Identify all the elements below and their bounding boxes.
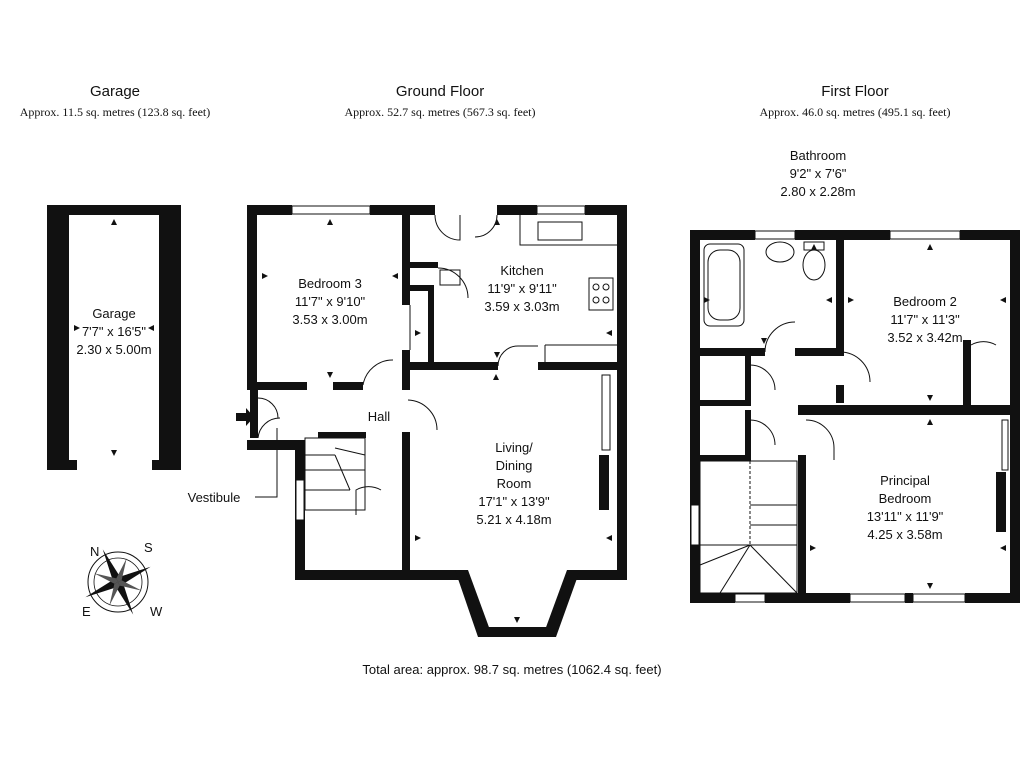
- living-room-label: Living/ Dining Room 17'1" x 13'9" 5.21 x…: [476, 440, 551, 527]
- doors: [257, 214, 997, 515]
- svg-text:Bedroom 2: Bedroom 2: [893, 294, 957, 309]
- kitchen-fittings: [439, 215, 617, 362]
- compass-rose-icon: N S E W: [82, 540, 163, 619]
- principal-bedroom-label: Principal Bedroom 13'11" x 11'9" 4.25 x …: [867, 473, 944, 542]
- bathroom-label: Bathroom 9'2" x 7'6" 2.80 x 2.28m: [780, 148, 855, 199]
- svg-text:4.25 x 3.58m: 4.25 x 3.58m: [867, 527, 942, 542]
- svg-text:2.30 x 5.00m: 2.30 x 5.00m: [76, 342, 151, 357]
- stairs: [304, 437, 798, 594]
- garage-area: Approx. 11.5 sq. metres (123.8 sq. feet): [19, 105, 211, 119]
- windows: [291, 205, 1009, 603]
- svg-text:3.53 x 3.00m: 3.53 x 3.00m: [292, 312, 367, 327]
- svg-text:2.80 x 2.28m: 2.80 x 2.28m: [780, 184, 855, 199]
- bedroom-2-label: Bedroom 2 11'7" x 11'3" 3.52 x 3.42m: [887, 294, 962, 345]
- garage-room-label: Garage 7'7" x 16'5" 2.30 x 5.00m: [76, 306, 151, 357]
- svg-text:17'1" x 13'9": 17'1" x 13'9": [478, 494, 550, 509]
- svg-text:11'7" x 9'10": 11'7" x 9'10": [295, 294, 366, 309]
- kitchen-label: Kitchen 11'9" x 9'11" 3.59 x 3.03m: [484, 263, 559, 314]
- entrance-arrow-icon: [236, 408, 254, 426]
- first-floor-title: First Floor: [821, 83, 889, 100]
- vestibule-label: Vestibule: [188, 490, 241, 505]
- svg-text:N: N: [90, 544, 99, 559]
- svg-text:Living/: Living/: [495, 440, 533, 455]
- vestibule-pointer: [255, 428, 278, 498]
- svg-text:5.21 x 4.18m: 5.21 x 4.18m: [476, 512, 551, 527]
- svg-text:Kitchen: Kitchen: [500, 263, 543, 278]
- svg-text:Bedroom 3: Bedroom 3: [298, 276, 362, 291]
- svg-text:3.59 x 3.03m: 3.59 x 3.03m: [484, 299, 559, 314]
- svg-text:Dining: Dining: [496, 458, 533, 473]
- svg-text:S: S: [144, 540, 153, 555]
- total-area: Total area: approx. 98.7 sq. metres (106…: [362, 662, 662, 677]
- dimension-markers: [74, 219, 1006, 623]
- bathroom-fittings: [703, 241, 826, 327]
- ground-floor-area: Approx. 52.7 sq. metres (567.3 sq. feet): [344, 105, 536, 119]
- svg-text:7'7" x 16'5": 7'7" x 16'5": [82, 324, 146, 339]
- svg-text:3.52 x 3.42m: 3.52 x 3.42m: [887, 330, 962, 345]
- garage-title: Garage: [89, 83, 141, 100]
- first-floor-area: Approx. 46.0 sq. metres (495.1 sq. feet): [759, 105, 951, 119]
- svg-text:Garage: Garage: [92, 306, 135, 321]
- svg-text:W: W: [150, 604, 163, 619]
- svg-text:11'9" x 9'11": 11'9" x 9'11": [487, 281, 557, 296]
- svg-text:Bedroom: Bedroom: [879, 491, 932, 506]
- svg-text:11'7" x 11'3": 11'7" x 11'3": [890, 312, 960, 327]
- svg-text:13'11" x 11'9": 13'11" x 11'9": [867, 509, 944, 524]
- svg-text:E: E: [82, 604, 91, 619]
- svg-text:Principal: Principal: [880, 473, 930, 488]
- svg-text:Bathroom: Bathroom: [790, 148, 846, 163]
- bedroom-3-label: Bedroom 3 11'7" x 9'10" 3.53 x 3.00m: [292, 276, 367, 327]
- ground-floor-title: Ground Floor: [395, 83, 485, 100]
- hall-label: Hall: [368, 409, 391, 424]
- walls: [47, 205, 1020, 637]
- svg-text:9'2" x 7'6": 9'2" x 7'6": [790, 166, 847, 181]
- svg-text:Room: Room: [497, 476, 532, 491]
